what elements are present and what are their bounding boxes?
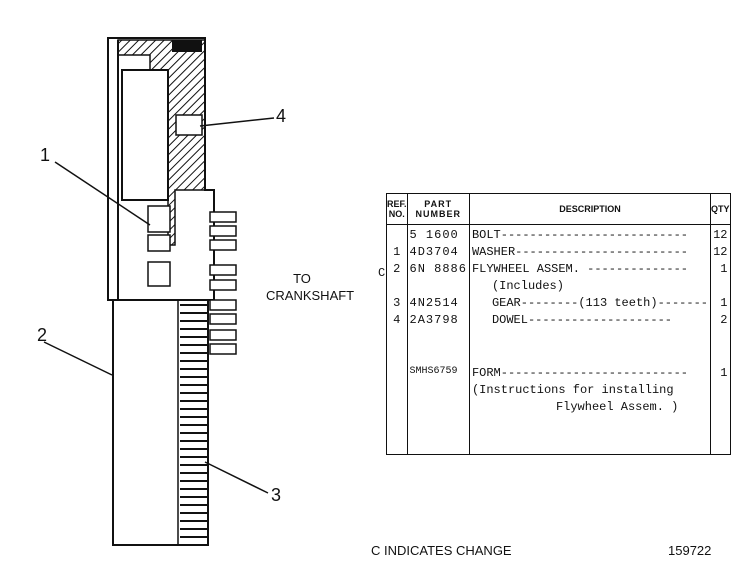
cell-qty	[709, 400, 731, 455]
cell-ref	[386, 383, 408, 400]
table-row: 1 4D3704 WASHER------------------------ …	[386, 245, 731, 262]
table-row-spacer	[386, 330, 731, 366]
cell-ref: 4	[386, 313, 408, 330]
callout-4: 4	[276, 106, 287, 126]
table-row: (Instructions for installing	[386, 383, 731, 400]
change-mark: C	[378, 266, 386, 280]
cell-qty	[709, 279, 731, 296]
callout-2: 2	[37, 325, 48, 345]
cell-qty: 12	[709, 245, 731, 262]
cell-desc: Flywheel Assem. )	[468, 400, 711, 455]
cell-part: 4N2514	[406, 296, 470, 313]
cell-qty: 1	[709, 262, 731, 279]
cell-ref	[386, 279, 408, 296]
parts-table: REF. NO. PART NUMBER DESCRIPTION QTY 5 1…	[386, 193, 731, 455]
cell-part	[406, 383, 470, 400]
cell-desc: (Instructions for installing	[468, 383, 711, 400]
cell-qty	[709, 383, 731, 400]
to-label-line1: TO	[293, 271, 311, 286]
header-desc: DESCRIPTION	[468, 193, 711, 225]
cell-ref: 1	[386, 245, 408, 262]
table-row: Flywheel Assem. )	[386, 400, 731, 455]
cell-ref	[386, 400, 408, 455]
cell-part	[406, 279, 470, 296]
cell-qty: 12	[709, 224, 731, 245]
cell-desc: BOLT--------------------------	[468, 224, 711, 245]
header-ref: REF. NO.	[386, 193, 408, 225]
cell-desc: (Includes)	[468, 279, 711, 296]
to-label: TO CRANKSHAFT	[266, 270, 354, 304]
cell-desc: GEAR--------(113 teeth)-------	[468, 296, 711, 313]
cell-qty: 2	[709, 313, 731, 330]
cell-qty: 1	[709, 296, 731, 313]
cell-part: 6N 8886	[406, 262, 470, 279]
cell-desc: DOWEL--------------------	[468, 313, 711, 330]
header-part: PART NUMBER	[406, 193, 470, 225]
table-row: 2 6N 8886 FLYWHEEL ASSEM. --------------…	[386, 262, 731, 279]
table-header-row: REF. NO. PART NUMBER DESCRIPTION QTY	[386, 193, 731, 225]
cell-ref: 3	[386, 296, 408, 313]
callout-1: 1	[40, 145, 51, 165]
table-row: 5 1600 BOLT-------------------------- 12	[386, 224, 731, 245]
cell-part: 2A3798	[406, 313, 470, 330]
figure-number: 159722	[668, 543, 712, 558]
cell-part: 5 1600	[406, 224, 470, 245]
table-row: (Includes)	[386, 279, 731, 296]
table-row: SMHS6759 FORM-------------------------- …	[386, 366, 731, 383]
cell-desc: WASHER------------------------	[468, 245, 711, 262]
to-label-line2: CRANKSHAFT	[266, 288, 355, 303]
cell-desc: FLYWHEEL ASSEM. --------------	[468, 262, 711, 279]
cell-ref: 2	[386, 262, 408, 279]
cell-desc: FORM--------------------------	[468, 366, 711, 383]
table-row: 4 2A3798 DOWEL-------------------- 2	[386, 313, 731, 330]
header-qty: QTY	[709, 193, 731, 225]
callout-3: 3	[271, 485, 282, 505]
cell-qty: 1	[709, 366, 731, 383]
cell-ref	[386, 224, 408, 245]
cell-part: SMHS6759	[406, 366, 470, 383]
table-row: 3 4N2514 GEAR--------(113 teeth)------- …	[386, 296, 731, 313]
change-note: C INDICATES CHANGE	[371, 543, 512, 558]
cell-ref	[386, 366, 408, 383]
cell-part	[406, 400, 470, 455]
cell-part: 4D3704	[406, 245, 470, 262]
